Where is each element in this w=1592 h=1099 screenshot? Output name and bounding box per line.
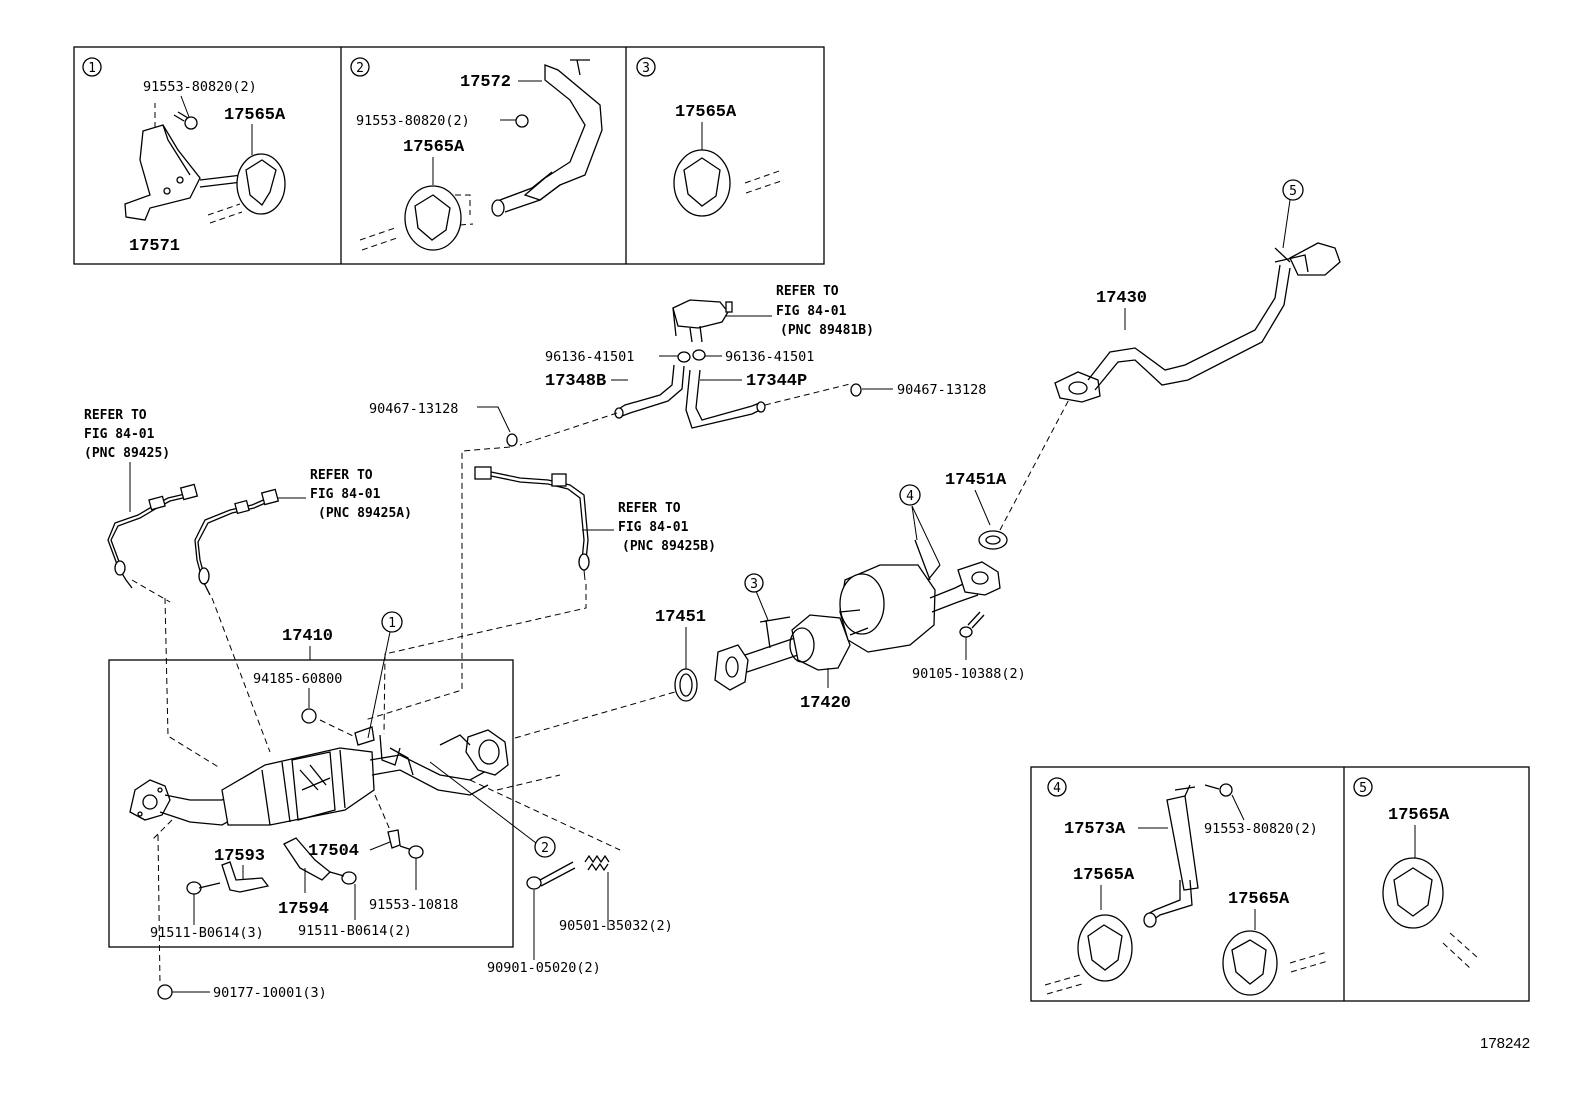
svg-text:FIG 84-01: FIG 84-01 [618, 520, 689, 535]
part-label-17571[interactable]: 17571 [129, 237, 180, 256]
part-label-91511-B0614-2[interactable]: 91511-B0614(2) [298, 923, 412, 939]
flange-bolts: 90901-05020(2) 90501-35032(2) 90177-1000… [157, 854, 673, 1001]
gasket-17451: 17451 [655, 608, 706, 702]
sensor-b: REFER TO FIG 84-01 (PNC 89425A) [194, 468, 412, 753]
svg-text:REFER TO: REFER TO [776, 284, 839, 299]
svg-text:FIG 84-01: FIG 84-01 [310, 487, 381, 502]
svg-text:FIG 84-01: FIG 84-01 [776, 304, 847, 319]
svg-text:(PNC 89425A): (PNC 89425A) [318, 506, 412, 521]
part-label-90501-35032[interactable]: 90501-35032(2) [559, 918, 673, 934]
inset-3: 3 17565A [636, 57, 785, 217]
svg-text:FIG 84-01: FIG 84-01 [84, 427, 155, 442]
part-label-17594[interactable]: 17594 [278, 900, 329, 919]
inset-2: 2 17572 91553-80820(2) 17565A [350, 57, 603, 251]
part-label-91553-80820[interactable]: 91553-80820(2) [1204, 821, 1318, 837]
svg-text:1: 1 [388, 616, 396, 631]
part-label-17565A[interactable]: 17565A [1073, 866, 1135, 885]
part-label-17565A[interactable]: 17565A [1388, 806, 1450, 825]
part-label-17573A[interactable]: 17573A [1064, 820, 1126, 839]
callouts-front: 1 2 [367, 611, 556, 858]
svg-text:1: 1 [88, 61, 96, 76]
part-label-17420[interactable]: 17420 [800, 694, 851, 713]
part-label-17565A[interactable]: 17565A [1228, 890, 1290, 909]
figure-id: 178242 [1480, 1035, 1530, 1052]
part-label-96136-41501[interactable]: 96136-41501 [725, 349, 814, 365]
part-label-17504[interactable]: 17504 [308, 842, 359, 861]
svg-text:(PNC 89425): (PNC 89425) [84, 446, 170, 461]
part-label-17593[interactable]: 17593 [214, 847, 265, 866]
part-label-17565A[interactable]: 17565A [403, 138, 465, 157]
part-label-91553-80820[interactable]: 91553-80820(2) [356, 113, 470, 129]
part-label-17344P[interactable]: 17344P [746, 372, 807, 391]
svg-text:4: 4 [1053, 781, 1061, 796]
svg-text:REFER TO: REFER TO [84, 408, 147, 423]
svg-text:5: 5 [1359, 781, 1367, 796]
svg-text:REFER TO: REFER TO [310, 468, 373, 483]
front-pipe-assembly: 17410 94185-60800 17593 [108, 627, 676, 986]
part-label-17565A[interactable]: 17565A [224, 106, 286, 125]
part-label-96136-41501[interactable]: 96136-41501 [545, 349, 634, 365]
inset-panel-bottom [1030, 766, 1530, 1002]
part-label-91511-B0614-3[interactable]: 91511-B0614(3) [150, 925, 264, 941]
svg-text:2: 2 [356, 61, 364, 76]
part-label-94185-60800[interactable]: 94185-60800 [253, 671, 342, 687]
inset-panel-top [73, 46, 825, 265]
part-label-91553-10818[interactable]: 91553-10818 [369, 897, 458, 913]
sensor-a: REFER TO FIG 84-01 (PNC 89425) [84, 408, 221, 769]
tail-pipe-17430: 17430 5 [1054, 179, 1341, 403]
part-label-17565A[interactable]: 17565A [675, 103, 737, 122]
part-label-90467-13128[interactable]: 90467-13128 [897, 382, 986, 398]
part-label-90467-13128[interactable]: 90467-13128 [369, 401, 458, 417]
inset-4: 4 17573A 91553-80820(2) 17565A 17565A [1044, 777, 1329, 996]
part-label-90105-10388[interactable]: 90105-10388(2) [912, 666, 1026, 682]
part-label-17348B[interactable]: 17348B [545, 372, 606, 391]
svg-text:5: 5 [1289, 184, 1297, 199]
gasket-17451A: 17451A [945, 389, 1075, 550]
part-label-17572[interactable]: 17572 [460, 73, 511, 92]
part-label-17451[interactable]: 17451 [655, 608, 706, 627]
part-label-17410[interactable]: 17410 [282, 627, 333, 646]
part-label-17451A[interactable]: 17451A [945, 471, 1007, 490]
part-label-91553-80820[interactable]: 91553-80820(2) [143, 79, 257, 95]
svg-text:REFER TO: REFER TO [618, 501, 681, 516]
svg-text:3: 3 [642, 61, 650, 76]
svg-text:3: 3 [750, 577, 758, 592]
vsv-assembly: REFER TO FIG 84-01 (PNC 89481B) 96136-41… [364, 284, 986, 721]
center-pipe-17420: 3 4 17420 90105-10388(2) [714, 484, 1026, 713]
svg-text:(PNC 89425B): (PNC 89425B) [622, 539, 716, 554]
sensor-c: REFER TO FIG 84-01 (PNC 89425B) [383, 466, 716, 735]
svg-text:(PNC 89481B): (PNC 89481B) [780, 323, 874, 338]
inset-1: 1 91553-80820(2) 17565A 17571 [82, 57, 286, 256]
svg-text:4: 4 [906, 489, 914, 504]
part-label-90901-05020[interactable]: 90901-05020(2) [487, 960, 601, 976]
part-label-17430[interactable]: 17430 [1096, 289, 1147, 308]
inset-5: 5 17565A [1353, 777, 1479, 969]
svg-text:2: 2 [541, 841, 549, 856]
part-label-90177-10001[interactable]: 90177-10001(3) [213, 985, 327, 1001]
